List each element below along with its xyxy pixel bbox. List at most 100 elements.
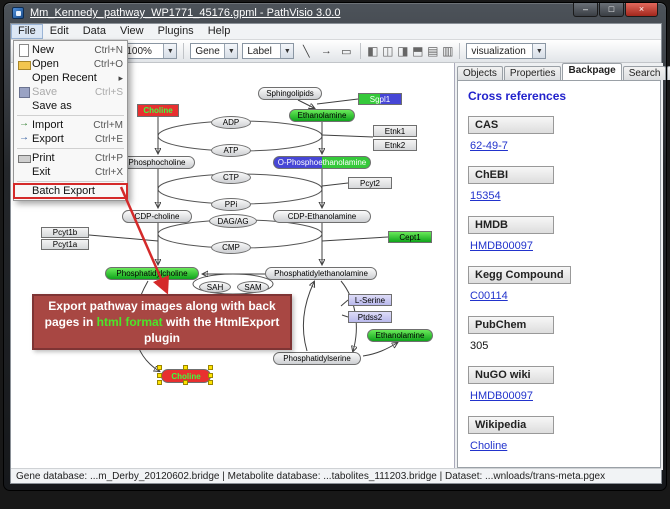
chevron-down-icon: ▼ xyxy=(532,44,546,58)
distribute-horizontal-icon[interactable]: ▤ xyxy=(427,44,439,58)
align-left-icon[interactable]: ◧ xyxy=(367,44,379,58)
backpage-xref-value[interactable]: 15354 xyxy=(470,190,501,202)
node-sah[interactable]: SAH xyxy=(199,281,231,293)
close-button[interactable]: × xyxy=(625,3,658,17)
menu-data[interactable]: Data xyxy=(82,25,106,37)
selection-handle[interactable] xyxy=(157,380,162,385)
align-right-icon[interactable]: ◨ xyxy=(397,44,409,58)
backpage-xref-value[interactable]: HMDB00097 xyxy=(470,240,533,252)
visualization-select[interactable]: visualization ▼ xyxy=(466,43,547,59)
selection-handle[interactable] xyxy=(157,365,162,370)
menubar: File Edit Data View Plugins Help xyxy=(11,24,661,40)
distribute-vertical-icon[interactable]: ▥ xyxy=(442,44,454,58)
node-phosphocholine[interactable]: Phosphocholine xyxy=(119,156,195,169)
file-menu-item-batch-export[interactable]: Batch Export xyxy=(13,183,128,199)
import-icon xyxy=(17,118,32,131)
node-dag-ag[interactable]: DAG/AG xyxy=(209,214,257,228)
menu-plugins[interactable]: Plugins xyxy=(157,25,194,37)
blank-icon xyxy=(17,185,32,197)
arrow-tool-icon[interactable]: → xyxy=(320,45,332,57)
node-sam[interactable]: SAM xyxy=(237,281,269,293)
file-menu-item-save-as[interactable]: Save as xyxy=(14,99,127,113)
selection-handle[interactable] xyxy=(157,373,162,378)
tab-legend[interactable]: Legend xyxy=(667,66,670,80)
label-tool-select[interactable]: Label ▼ xyxy=(242,43,295,59)
chevron-down-icon: ▼ xyxy=(224,44,238,58)
align-top-icon[interactable]: ⬒ xyxy=(412,44,424,58)
selection-handle[interactable] xyxy=(183,380,188,385)
toolbar-separator xyxy=(459,43,461,59)
node-ethanolamine[interactable]: Ethanolamine xyxy=(289,109,355,122)
node-ppi[interactable]: PPi xyxy=(211,198,251,211)
line-tool-icon[interactable]: ╲ xyxy=(303,45,310,58)
tab-objects[interactable]: Objects xyxy=(457,66,503,80)
datanode-type-select[interactable]: Gene ▼ xyxy=(190,43,239,59)
node-etnk2[interactable]: Etnk2 xyxy=(373,139,417,151)
backpage-xref-value[interactable]: Choline xyxy=(470,440,508,452)
print-icon xyxy=(17,152,32,164)
highlighted-phrase: html format xyxy=(96,314,163,329)
node-phosphatidylserine[interactable]: Phosphatidylserine xyxy=(273,352,361,365)
node-l-serine[interactable]: L-Serine xyxy=(348,294,392,306)
window-title: Mm_Kennedy_pathway_WP1771_45176.gpml - P… xyxy=(30,7,341,19)
node-ethanolamine[interactable]: Ethanolamine xyxy=(367,329,433,342)
node-pcyt1b[interactable]: Pcyt1b xyxy=(41,227,89,238)
tab-search[interactable]: Search xyxy=(622,66,667,80)
selection-handle[interactable] xyxy=(208,365,213,370)
node-cdp-choline[interactable]: CDP-choline xyxy=(122,210,192,223)
node-adp[interactable]: ADP xyxy=(211,116,251,129)
selection-handle[interactable] xyxy=(183,365,188,370)
node-ptdss2[interactable]: Ptdss2 xyxy=(348,311,392,323)
menu-help[interactable]: Help xyxy=(207,25,231,37)
node-sgpl1[interactable]: Sgpl1 xyxy=(358,93,402,105)
backpage-xref-value[interactable]: 62-49-7 xyxy=(470,140,508,152)
tab-properties[interactable]: Properties xyxy=(503,66,562,80)
node-ctp[interactable]: CTP xyxy=(211,171,251,184)
backpage-xref-value[interactable]: C00114 xyxy=(470,290,508,302)
node-cmp[interactable]: CMP xyxy=(211,241,251,254)
zoom-select[interactable]: 100% ▼ xyxy=(121,43,178,59)
node-cdp-ethanolamine[interactable]: CDP-Ethanolamine xyxy=(273,210,371,223)
backpage-source-name: Wikipedia xyxy=(468,416,554,434)
node-phosphatidylcholine[interactable]: Phosphatidylcholine xyxy=(105,267,199,280)
selection-handle[interactable] xyxy=(208,373,213,378)
chevron-down-icon: ▼ xyxy=(163,44,177,58)
node-pcyt2[interactable]: Pcyt2 xyxy=(348,177,392,189)
shape-tool-icon[interactable]: ▭ xyxy=(341,45,352,58)
node-choline[interactable]: Choline xyxy=(137,104,179,117)
menu-view[interactable]: View xyxy=(119,25,144,37)
status-text: Gene database: ...m_Derby_20120602.bridg… xyxy=(16,470,606,482)
file-menu-item-open-recent[interactable]: Open Recent▸ xyxy=(14,71,127,85)
save-icon xyxy=(17,86,32,98)
backpage-xref-value[interactable]: HMDB00097 xyxy=(470,390,533,402)
node-pcyt1a[interactable]: Pcyt1a xyxy=(41,239,89,250)
node-phosphatidylethanolamine[interactable]: Phosphatidylethanolamine xyxy=(265,267,377,280)
node-atp[interactable]: ATP xyxy=(211,144,251,157)
maximize-button[interactable]: □ xyxy=(599,3,624,17)
tab-backpage[interactable]: Backpage xyxy=(562,63,622,80)
menu-separator xyxy=(17,115,124,116)
menu-edit[interactable]: Edit xyxy=(49,25,69,37)
node-cept1[interactable]: Cept1 xyxy=(388,231,432,243)
node-o-phosphoethanolamine[interactable]: O-Phosphoethanolamine xyxy=(273,156,371,169)
menu-file[interactable]: File xyxy=(11,24,43,39)
title-bar[interactable]: Mm_Kennedy_pathway_WP1771_45176.gpml - P… xyxy=(4,3,666,23)
selection-handle[interactable] xyxy=(208,380,213,385)
node-sphingolipids[interactable]: Sphingolipids xyxy=(258,87,322,100)
node-etnk1[interactable]: Etnk1 xyxy=(373,125,417,137)
minimize-button[interactable]: – xyxy=(573,3,598,17)
menu-separator xyxy=(17,181,124,182)
align-center-icon[interactable]: ◫ xyxy=(382,44,394,58)
